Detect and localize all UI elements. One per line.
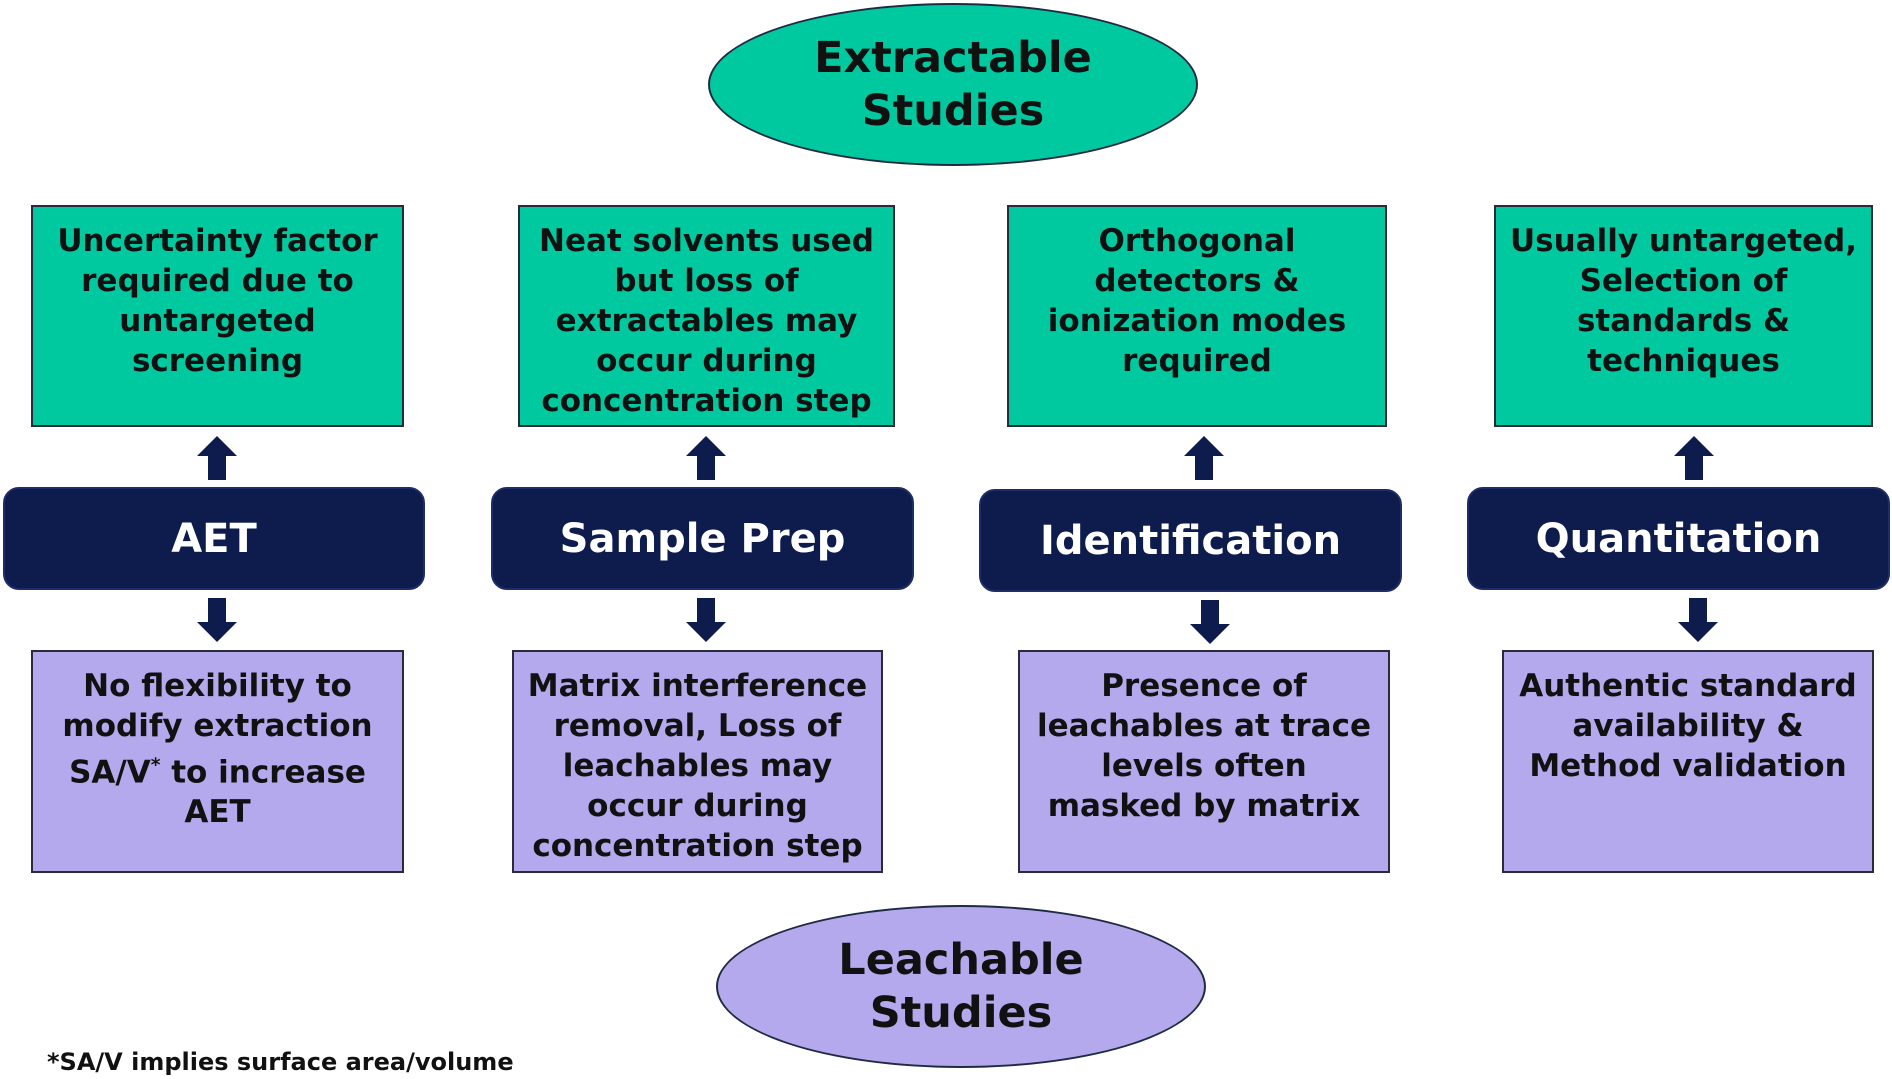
leachable-studies-ellipse: Leachable Studies (716, 905, 1206, 1068)
identification-extractable-line: required (1122, 343, 1272, 379)
arrow-up-icon (197, 436, 237, 480)
sample-prep-extractable-line: concentration step (541, 383, 872, 419)
quantitation-leachable-box: Authentic standard availability & Method… (1502, 650, 1874, 873)
extractable-studies-title-line1: Extractable (814, 32, 1092, 83)
aet-leachable-box: No flexibility to modify extraction SA/V… (31, 650, 404, 873)
identification-extractable-line: detectors & (1094, 263, 1300, 299)
identification-leachable-line: masked by matrix (1047, 788, 1361, 824)
arrow-down-icon (686, 598, 726, 642)
quantitation-leachable-line: availability & (1572, 708, 1804, 744)
leachable-studies-title-line2: Studies (869, 987, 1053, 1038)
sample-prep-leachable-line: occur during (587, 788, 808, 824)
identification-leachable-box: Presence of leachables at trace levels o… (1018, 650, 1390, 873)
aet-label-text: AET (171, 515, 257, 562)
aet-extractable-line: screening (131, 343, 304, 379)
quantitation-extractable-box: Usually untargeted, Selection of standar… (1494, 205, 1873, 427)
arrow-down-icon (197, 598, 237, 642)
aet-extractable-line: Uncertainty factor (57, 223, 378, 259)
sample-prep-label: Sample Prep (491, 487, 914, 590)
asterisk-mark: * (150, 755, 161, 776)
sample-prep-extractable-line: but loss of (614, 263, 799, 299)
sample-prep-extractable-line: extractables may (555, 303, 858, 339)
aet-leachable-line: AET (184, 794, 251, 831)
sample-prep-leachable-line: concentration step (532, 828, 863, 864)
sample-prep-leachable-box: Matrix interference removal, Loss of lea… (512, 650, 883, 873)
quantitation-extractable-line: standards & (1576, 303, 1791, 339)
sample-prep-label-text: Sample Prep (559, 515, 846, 562)
quantitation-label: Quantitation (1467, 487, 1890, 590)
identification-leachable-line: Presence of (1101, 668, 1307, 704)
aet-leachable-line: modify extraction (62, 708, 373, 744)
quantitation-leachable-line: Method validation (1529, 748, 1847, 784)
identification-extractable-line: Orthogonal (1098, 223, 1296, 259)
aet-extractable-box: Uncertainty factor required due to untar… (31, 205, 404, 427)
extractable-studies-title-line2: Studies (861, 85, 1045, 136)
quantitation-extractable-line: Selection of (1579, 263, 1788, 299)
to-increase-text: to increase (160, 754, 366, 791)
quantitation-leachable-line: Authentic standard (1519, 668, 1857, 704)
arrow-down-icon (1678, 598, 1718, 642)
quantitation-extractable-line: Usually untargeted, (1509, 223, 1858, 259)
sa-v-text: SA/V (69, 754, 151, 791)
identification-extractable-box: Orthogonal detectors & ionization modes … (1007, 205, 1387, 427)
arrow-up-icon (686, 436, 726, 480)
sample-prep-extractable-box: Neat solvents used but loss of extractab… (518, 205, 895, 427)
identification-label-text: Identification (1039, 517, 1342, 564)
arrow-up-icon (1184, 436, 1224, 480)
quantitation-extractable-line: techniques (1587, 343, 1780, 379)
identification-extractable-line: ionization modes (1047, 303, 1347, 339)
sample-prep-extractable-line: Neat solvents used (539, 223, 874, 259)
aet-extractable-line: untargeted (119, 303, 316, 339)
sample-prep-leachable-line: removal, Loss of (553, 708, 842, 744)
leachable-studies-title-line1: Leachable (838, 934, 1084, 985)
identification-label: Identification (979, 489, 1402, 592)
aet-label: AET (3, 487, 425, 590)
identification-leachable-line: levels often (1101, 748, 1307, 784)
arrow-down-icon (1190, 600, 1230, 644)
identification-leachable-line: leachables at trace (1037, 708, 1371, 744)
footnote: *SA/V implies surface area/volume (47, 1048, 514, 1076)
sample-prep-leachable-line: Matrix interference (527, 668, 868, 704)
aet-leachable-line: SA/V* to increase (62, 746, 372, 792)
sample-prep-extractable-line: occur during (596, 343, 817, 379)
arrow-up-icon (1674, 436, 1714, 480)
quantitation-label-text: Quantitation (1535, 515, 1822, 562)
aet-leachable-line: No flexibility to (83, 668, 352, 704)
sample-prep-leachable-line: leachables may (562, 748, 833, 784)
aet-extractable-line: required due to (81, 263, 354, 299)
extractable-studies-ellipse: Extractable Studies (708, 3, 1198, 166)
